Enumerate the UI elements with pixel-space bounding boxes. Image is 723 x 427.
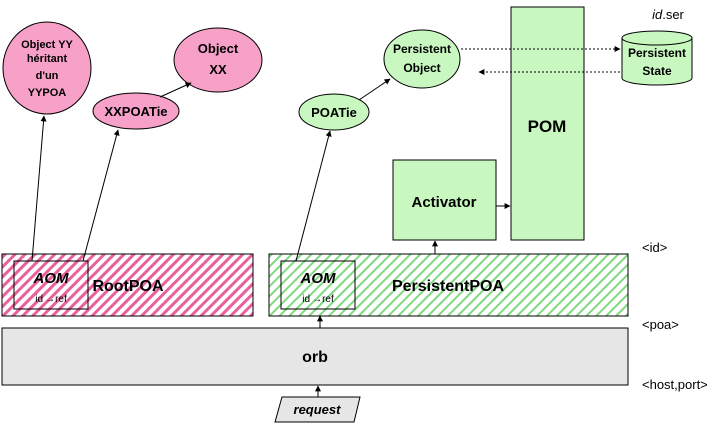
persistentpoa-aom-title: AOM	[300, 270, 337, 287]
persistentpoa-label: PersistentPOA	[392, 278, 504, 295]
poatie-node: POATie	[298, 93, 370, 131]
persistent-state-line-2: State	[642, 64, 672, 78]
object-xx-line-1: Object	[198, 41, 239, 56]
object-yy-line-3: d'un	[36, 70, 59, 82]
activator-label: Activator	[411, 194, 476, 211]
object-yy-line-2: héritant	[27, 53, 68, 65]
pom-box: POM	[510, 6, 585, 241]
arrow-xxpoatie-to-objectxx	[159, 82, 192, 98]
rootpoa-label: RootPOA	[92, 278, 164, 295]
side-label-host-port: <host,port>	[642, 377, 708, 392]
id-ser-label: id.ser	[652, 7, 684, 22]
pom-label: POM	[528, 117, 567, 136]
orb-label: orb	[302, 349, 328, 366]
request-label: request	[294, 402, 342, 417]
rootpoa-aom-sub: id→ref	[35, 294, 67, 305]
id-ser-italic: id	[652, 7, 663, 22]
side-label-id: <id>	[642, 240, 667, 255]
arrow-rootaom-to-objectyy	[31, 115, 47, 262]
poatie-label: POATie	[311, 105, 357, 120]
persistent-state-cylinder: Persistent State	[621, 30, 693, 86]
arrow-persaom-to-poatie	[295, 130, 332, 262]
object-yy-node: Object YY héritant d'un YYPOA	[2, 21, 92, 115]
object-yy-line-1: Object YY	[21, 39, 73, 51]
arrow-rootaom-to-xxpoatie	[82, 129, 120, 262]
arrows	[31, 46, 621, 397]
rootpoa-aom-box: AOM id→ref	[13, 260, 89, 310]
persistent-object-line-1: Persistent	[393, 42, 451, 56]
id-ser-rest: .ser	[662, 7, 684, 22]
arrow-poatie-to-persistentobject	[358, 78, 391, 101]
persistent-state-line-1: Persistent	[628, 46, 686, 60]
object-xx-node: Object XX	[173, 27, 263, 93]
rootpoa-aom-title: AOM	[33, 270, 70, 287]
xxpoatie-label: XXPOATie	[104, 104, 167, 119]
object-xx-line-2: XX	[209, 62, 227, 77]
persistent-object-line-2: Object	[403, 61, 440, 75]
request-box: request	[274, 396, 361, 423]
persistentpoa-aom-box: AOM id→ref	[280, 260, 356, 310]
xxpoatie-node: XXPOATie	[92, 92, 180, 130]
persistent-object-node: Persistent Object	[383, 29, 461, 89]
side-label-poa: <poa>	[642, 317, 679, 332]
orb-box: orb	[1, 327, 629, 386]
activator-box: Activator	[392, 159, 497, 241]
persistentpoa-aom-sub: id→ref	[302, 294, 334, 305]
object-yy-line-4: YYPOA	[28, 87, 67, 99]
